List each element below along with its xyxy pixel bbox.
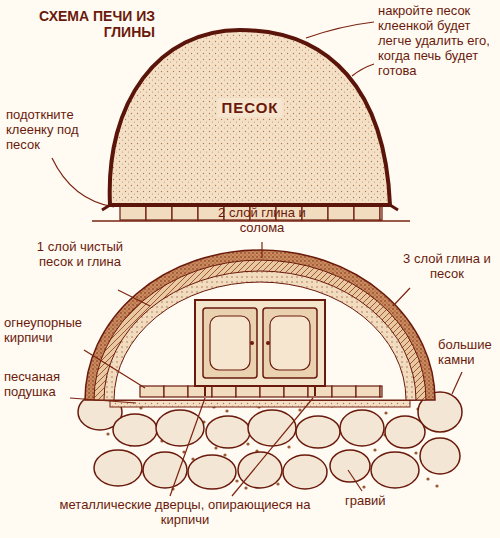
leader-line bbox=[348, 470, 362, 491]
leader-line bbox=[170, 398, 205, 496]
oven-cavity bbox=[114, 282, 406, 400]
brick bbox=[146, 205, 172, 220]
gravel-grain bbox=[223, 453, 226, 456]
oilcloth-cover bbox=[110, 30, 390, 205]
gravel-grain bbox=[414, 451, 417, 454]
part-label: 1 слой чистый песок и глина bbox=[28, 240, 132, 270]
brick bbox=[236, 386, 260, 397]
stone bbox=[94, 450, 142, 486]
stone bbox=[143, 452, 187, 488]
brick bbox=[328, 205, 354, 220]
stone bbox=[340, 410, 384, 446]
leader-line bbox=[52, 158, 114, 207]
gravel-grain bbox=[287, 445, 290, 448]
diagram-title: СХЕМА ПЕЧИ ИЗ ГЛИНЫ bbox=[30, 8, 155, 40]
stone bbox=[156, 410, 204, 446]
layer-3-clay-sand bbox=[85, 250, 435, 400]
large-stones bbox=[78, 392, 462, 489]
part-label: гравий bbox=[345, 494, 405, 509]
gravel-grain bbox=[106, 432, 109, 435]
stone bbox=[113, 414, 157, 446]
brick bbox=[354, 205, 380, 220]
gravel-grain bbox=[225, 409, 228, 412]
leader-line bbox=[261, 242, 262, 258]
gravel-grain bbox=[384, 411, 387, 414]
leader-line bbox=[84, 350, 145, 388]
stone bbox=[330, 450, 370, 482]
brick bbox=[260, 386, 284, 397]
leader-line bbox=[393, 288, 410, 306]
stone bbox=[371, 452, 419, 488]
brick bbox=[308, 386, 332, 397]
brick bbox=[302, 205, 328, 220]
sand-mound: ПЕСОК bbox=[100, 22, 400, 210]
brick bbox=[164, 386, 188, 397]
gravel-grain bbox=[362, 485, 365, 488]
stone bbox=[296, 416, 340, 448]
part-label: металлические дверцы, опирающиеся на кир… bbox=[40, 498, 330, 528]
part-label: огнеупорные кирпичи bbox=[4, 316, 90, 346]
metal-door bbox=[195, 300, 325, 396]
stone bbox=[283, 455, 327, 489]
gravel-grain bbox=[435, 484, 438, 487]
stone bbox=[385, 416, 425, 448]
firebrick-row bbox=[140, 386, 382, 397]
brick bbox=[332, 386, 356, 397]
brick bbox=[380, 386, 382, 397]
brick bbox=[356, 386, 380, 397]
leader-line bbox=[306, 22, 374, 38]
gravel-grain bbox=[276, 482, 279, 485]
gravel-grain bbox=[235, 479, 238, 482]
brick bbox=[120, 205, 146, 220]
part-label: 2 слой глина и солома bbox=[200, 206, 324, 236]
stone bbox=[238, 452, 282, 488]
brick bbox=[212, 386, 236, 397]
brick bbox=[284, 386, 308, 397]
gravel-grain bbox=[426, 477, 429, 480]
brick bbox=[172, 205, 198, 220]
layer-2-clay-straw bbox=[94, 260, 426, 400]
leader-line bbox=[352, 64, 374, 76]
leader-line bbox=[118, 290, 150, 306]
brick bbox=[380, 205, 382, 220]
part-label: большие камни bbox=[438, 338, 496, 368]
part-label: накройте песок клеенкой будет легче удал… bbox=[378, 4, 496, 79]
part-label: песчаная подушка bbox=[4, 370, 82, 400]
gravel-grain bbox=[214, 446, 217, 449]
gravel-grain bbox=[246, 442, 249, 445]
gravel-grain bbox=[298, 408, 301, 411]
layer-1-sand-clay bbox=[104, 271, 416, 400]
part-label: 3 слой глина и песок bbox=[398, 252, 496, 282]
brick bbox=[188, 386, 212, 397]
leader-line bbox=[232, 398, 313, 496]
gravel-grain bbox=[244, 486, 247, 489]
leader-line bbox=[70, 398, 136, 403]
gravel-grain bbox=[373, 448, 376, 451]
stone bbox=[206, 416, 250, 448]
node-label: ПЕСОК bbox=[217, 98, 282, 117]
stone bbox=[420, 438, 460, 474]
gravel bbox=[98, 403, 450, 490]
stone bbox=[188, 455, 236, 489]
leader-line bbox=[452, 372, 462, 394]
part-label: подоткните клеенку под песок bbox=[6, 108, 98, 153]
